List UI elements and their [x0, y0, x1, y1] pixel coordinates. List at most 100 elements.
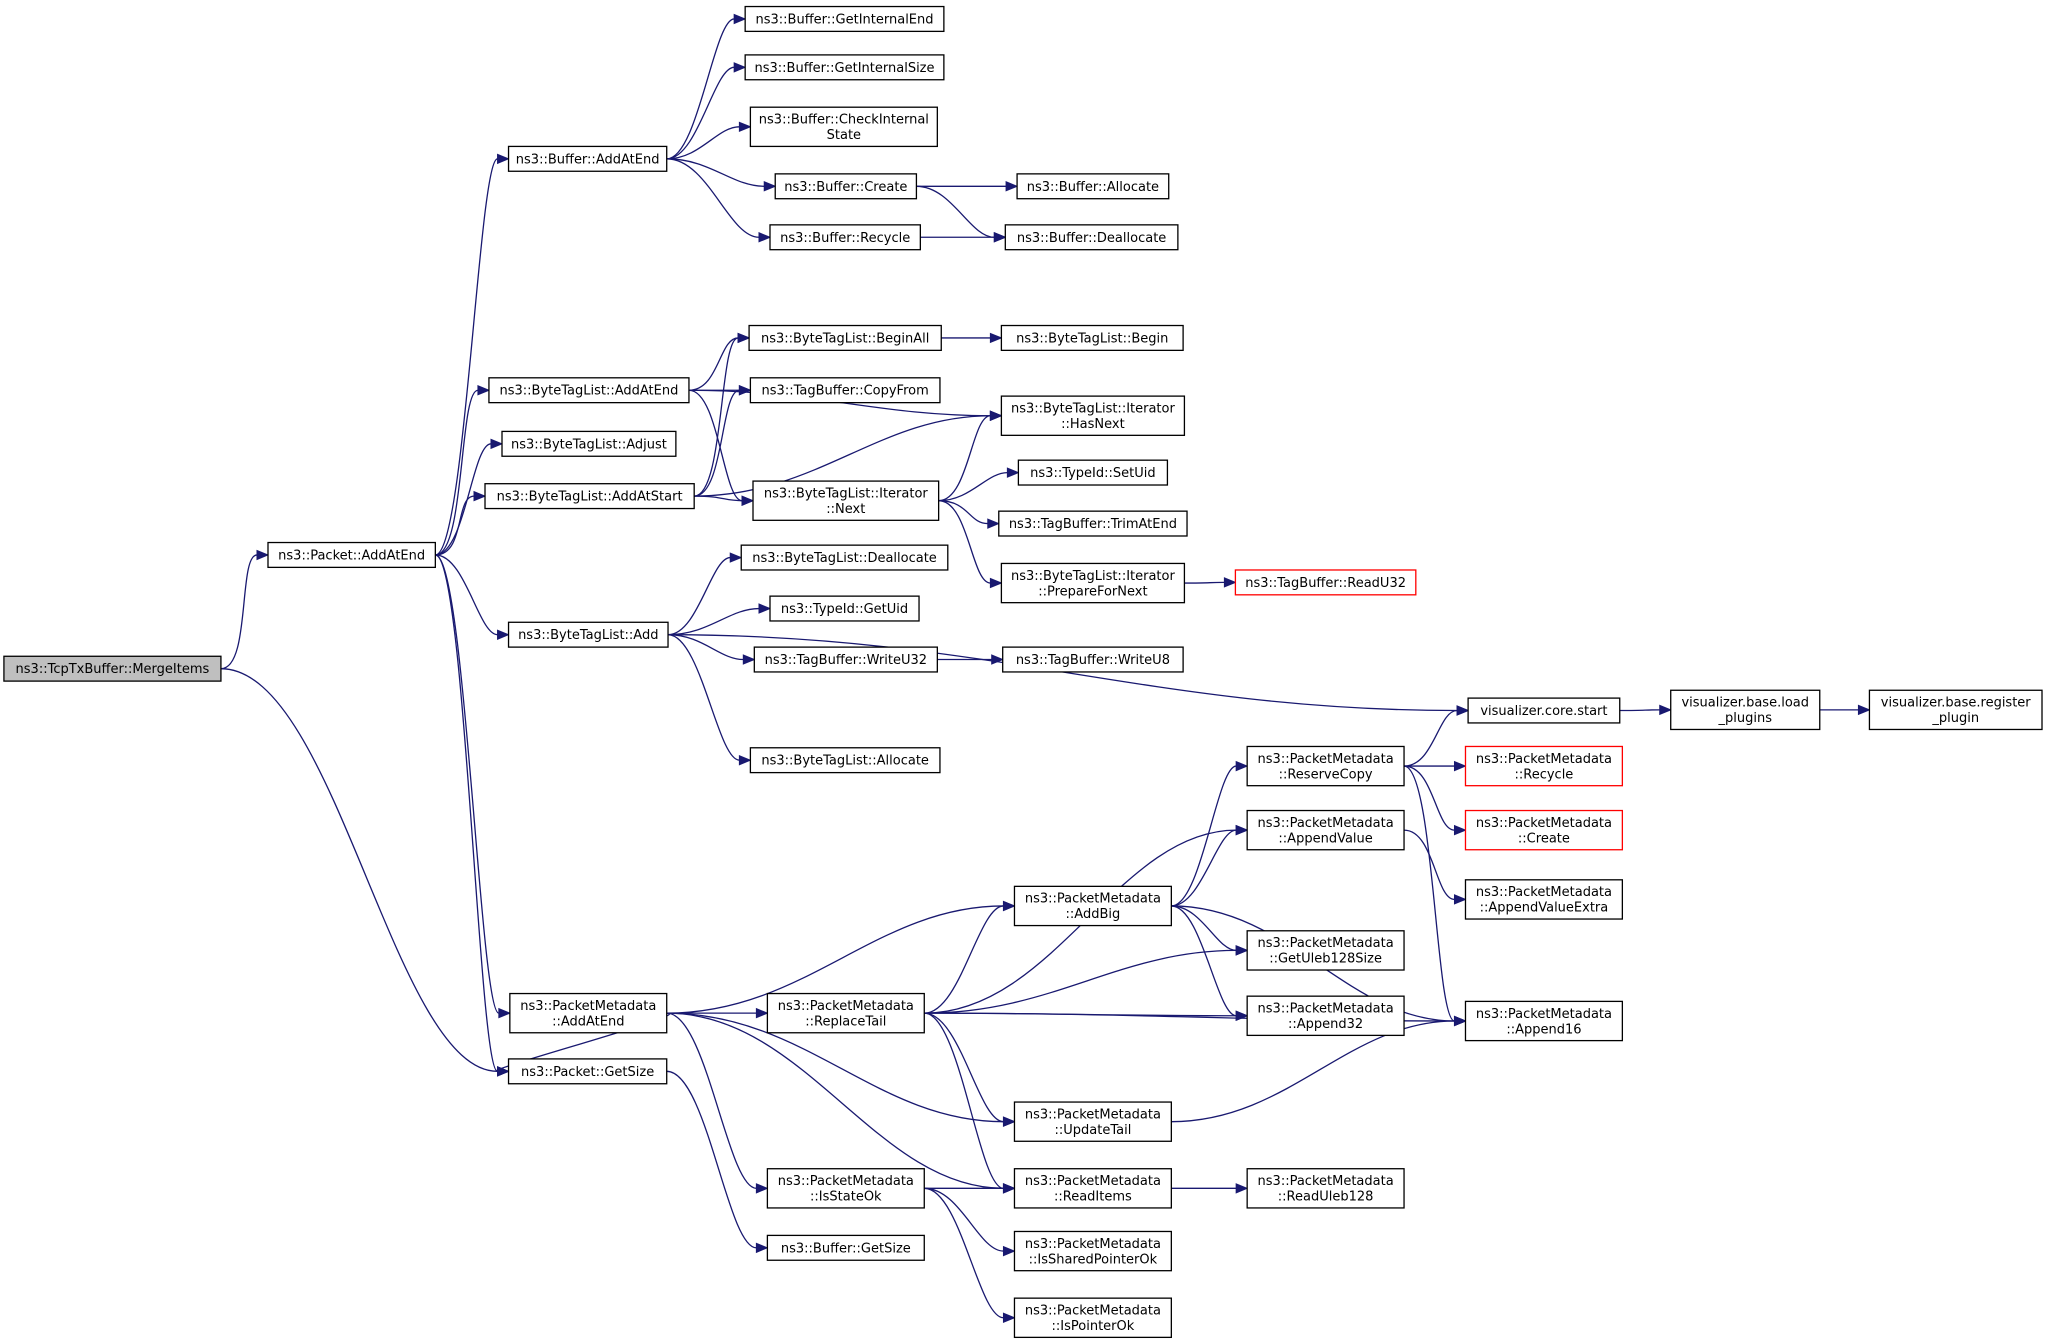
node-pm_appendvalueextra[interactable]: ns3::PacketMetadata::AppendValueExtra: [1464, 879, 1624, 920]
node-tb_trimatend[interactable]: ns3::TagBuffer::TrimAtEnd: [998, 510, 1188, 537]
edge-pm_addbig-to-pm_append32: [1171, 905, 1249, 1022]
arrowhead-icon: [498, 1007, 512, 1019]
node-pm_issharedpointerok[interactable]: ns3::PacketMetadata::IsSharedPointerOk: [1013, 1230, 1172, 1272]
node-pm_updatetail[interactable]: ns3::PacketMetadata::UpdateTail: [1013, 1101, 1172, 1142]
node-viz_base_register[interactable]: visualizer.base.register_plugin: [1868, 689, 2043, 731]
node-pm_addbig[interactable]: ns3::PacketMetadata::AddBig: [1013, 885, 1172, 927]
node-tid_getuid[interactable]: ns3::TypeId::GetUid: [769, 595, 920, 622]
node-pkt_getsize[interactable]: ns3::Packet::GetSize: [507, 1058, 668, 1085]
node-pm_getuleb128size[interactable]: ns3::PacketMetadata::GetUleb128Size: [1246, 930, 1405, 971]
arrowhead-icon: [1453, 894, 1467, 905]
node-btl_deallocate[interactable]: ns3::ByteTagList::Deallocate: [740, 544, 949, 571]
edge-line: [666, 1070, 757, 1249]
node-btl_allocate[interactable]: ns3::ByteTagList::Allocate: [749, 747, 941, 774]
node-box: [766, 1168, 925, 1209]
node-label: ::AddAtEnd: [552, 1014, 624, 1029]
node-buf_deallocate[interactable]: ns3::Buffer::Deallocate: [1004, 224, 1179, 251]
edge-line: [666, 18, 735, 160]
edge-pkt_addatend-to-pm_addatend: [435, 554, 512, 1019]
node-btli_preparefornext[interactable]: ns3::ByteTagList::Iterator::PrepareForNe…: [1000, 562, 1186, 604]
edge-btl_addatstart-to-btl_beginall: [694, 332, 751, 497]
node-label: ::AppendValue: [1278, 831, 1372, 846]
node-box: [752, 480, 940, 521]
edge-line: [666, 158, 765, 187]
node-box: [1246, 995, 1405, 1037]
node-viz_base_load[interactable]: visualizer.base.load_plugins: [1670, 689, 1821, 731]
node-pm_addatend[interactable]: ns3::PacketMetadata::AddAtEnd: [509, 992, 668, 1034]
arrowhead-icon: [733, 62, 747, 73]
edge-pm_replacetail-to-pm_getuleb128size: [924, 945, 1249, 1014]
arrowhead-icon: [1235, 760, 1249, 772]
edge-line: [938, 471, 1008, 502]
edge-line: [1404, 765, 1455, 831]
node-tid_setuid[interactable]: ns3::TypeId::SetUid: [1017, 459, 1169, 486]
node-btli_hasnext[interactable]: ns3::ByteTagList::Iterator::HasNext: [1000, 395, 1186, 436]
node-label: ns3::Buffer::CheckInternal: [759, 113, 929, 128]
node-btl_addatend[interactable]: ns3::ByteTagList::AddAtEnd: [488, 377, 690, 404]
arrowhead-icon: [1453, 1015, 1467, 1027]
node-box: [1013, 1230, 1172, 1272]
node-label: _plugin: [1931, 711, 1979, 726]
node-viz_core_start[interactable]: visualizer.core.start: [1467, 697, 1621, 724]
arrowhead-icon: [738, 754, 752, 766]
node-btl_add[interactable]: ns3::ByteTagList::Add: [507, 621, 669, 648]
node-box: [1013, 1101, 1172, 1142]
node-buf_addatend[interactable]: ns3::Buffer::AddAtEnd: [507, 145, 668, 172]
edge-line: [435, 443, 492, 556]
node-tb_readu32[interactable]: ns3::TagBuffer::ReadU32: [1234, 569, 1417, 596]
node-box: [1002, 646, 1184, 673]
edge-viz_core_start-to-viz_base_load: [1619, 704, 1673, 716]
arrowhead-icon: [477, 384, 491, 396]
node-label: ns3::Buffer::Recycle: [780, 231, 910, 246]
arrowhead-icon: [758, 603, 772, 614]
node-pm_create[interactable]: ns3::PacketMetadata::Create: [1464, 809, 1624, 851]
node-tb_copyfrom[interactable]: ns3::TagBuffer::CopyFrom: [749, 377, 941, 404]
node-buf_getinternalend[interactable]: ns3::Buffer::GetInternalEnd: [744, 5, 945, 33]
node-pm_isstateok[interactable]: ns3::PacketMetadata::IsStateOk: [766, 1168, 925, 1209]
node-pm_recycle[interactable]: ns3::PacketMetadata::Recycle: [1464, 745, 1624, 787]
edge-line: [666, 1012, 757, 1189]
edge-buf_create-to-buf_deallocate: [916, 185, 1007, 243]
node-box: [3, 655, 222, 682]
arrowhead-icon: [989, 410, 1003, 421]
node-pm_reservecopy[interactable]: ns3::PacketMetadata::ReserveCopy: [1246, 745, 1405, 787]
edge-line: [688, 389, 743, 502]
edge-line: [1171, 905, 1237, 952]
node-tb_writeu8[interactable]: ns3::TagBuffer::WriteU8: [1002, 646, 1184, 673]
node-buf_getinternalsize[interactable]: ns3::Buffer::GetInternalSize: [744, 54, 945, 81]
edge-line: [916, 185, 995, 238]
edge-line: [668, 634, 744, 661]
node-btl_beginall[interactable]: ns3::ByteTagList::BeginAll: [748, 324, 942, 352]
edge-btl_addatstart-to-tb_copyfrom: [694, 384, 752, 497]
node-box: [1013, 1168, 1172, 1209]
node-buf_recycle[interactable]: ns3::Buffer::Recycle: [769, 224, 921, 251]
edge-pm_updatetail-to-pm_append16: [1171, 1015, 1467, 1123]
node-pm_replacetail[interactable]: ns3::PacketMetadata::ReplaceTail: [766, 992, 925, 1034]
node-tb_writeu32[interactable]: ns3::TagBuffer::WriteU32: [753, 646, 938, 673]
node-pm_appendvalue[interactable]: ns3::PacketMetadata::AppendValue: [1246, 809, 1405, 851]
node-label: ns3::PacketMetadata: [1476, 885, 1612, 900]
node-btl_adjust[interactable]: ns3::ByteTagList::Adjust: [501, 430, 677, 457]
node-pm_append32[interactable]: ns3::PacketMetadata::Append32: [1246, 995, 1405, 1037]
node-pm_readuleb128[interactable]: ns3::PacketMetadata::ReadUleb128: [1246, 1168, 1405, 1209]
node-btl_addatstart[interactable]: ns3::ByteTagList::AddAtStart: [484, 483, 695, 510]
edge-line: [667, 556, 731, 636]
node-pm_ispointerok[interactable]: ns3::PacketMetadata::IsPointerOk: [1013, 1297, 1172, 1339]
node-label: ::AppendValueExtra: [1480, 901, 1609, 916]
edge-tcp_merge-to-pkt_getsize: [220, 668, 510, 1077]
node-buf_getsize[interactable]: ns3::Buffer::GetSize: [766, 1234, 925, 1261]
node-pkt_addatend[interactable]: ns3::Packet::AddAtEnd: [267, 541, 436, 569]
node-box: [998, 510, 1188, 537]
node-pm_append16[interactable]: ns3::PacketMetadata::Append16: [1464, 1000, 1624, 1042]
arrowhead-icon: [497, 629, 510, 640]
node-pm_readitems[interactable]: ns3::PacketMetadata::ReadItems: [1013, 1168, 1172, 1209]
node-btli_next[interactable]: ns3::ByteTagList::Iterator::Next: [752, 480, 940, 521]
node-btl_begin[interactable]: ns3::ByteTagList::Begin: [1000, 324, 1184, 352]
edge-line: [694, 495, 743, 502]
node-buf_create[interactable]: ns3::Buffer::Create: [774, 173, 918, 200]
edge-pm_addbig-to-pm_reservecopy: [1171, 760, 1249, 907]
edge-btl_beginall-to-btl_begin: [941, 332, 1003, 344]
edge-line: [924, 949, 1237, 1014]
node-buf_allocate[interactable]: ns3::Buffer::Allocate: [1016, 173, 1170, 200]
